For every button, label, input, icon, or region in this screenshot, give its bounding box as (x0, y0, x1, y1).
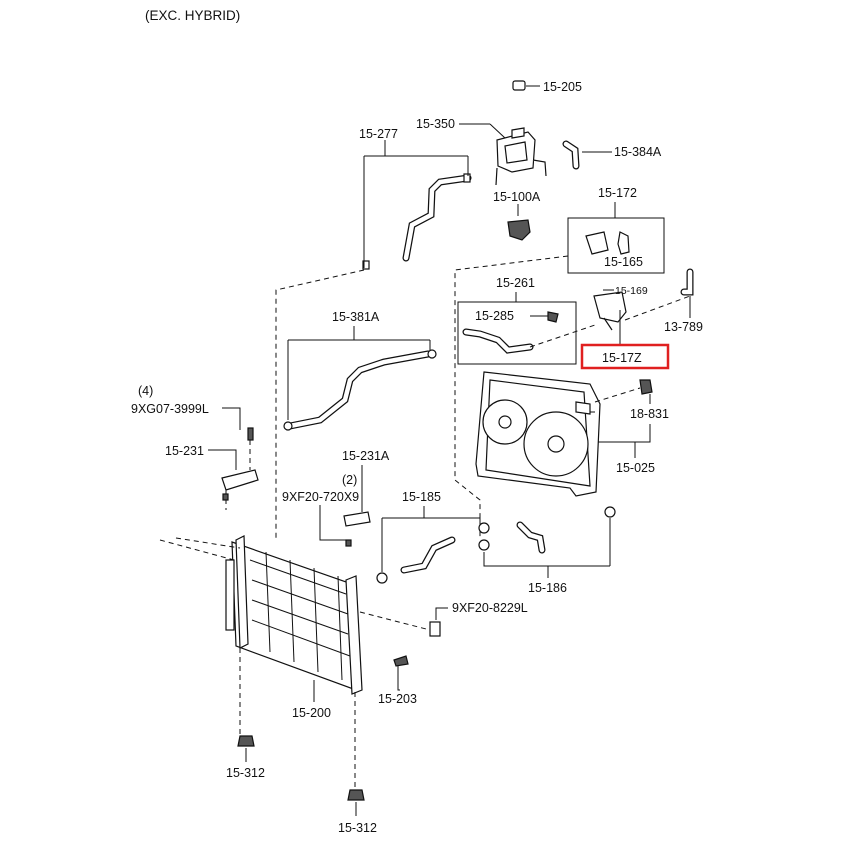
label-15-312-left: 15-312 (226, 766, 265, 780)
label-9XF20-8229L: 9XF20-8229L (452, 601, 528, 615)
bolt-13-789 (680, 268, 694, 318)
mount-15-312-left (237, 735, 255, 762)
label-15-200: 15-200 (292, 706, 331, 720)
highlight-15-17Z (580, 343, 670, 370)
label-15-384A: 15-384A (614, 145, 662, 159)
label-15-312-right: 15-312 (338, 821, 377, 835)
box-15-172 (567, 217, 665, 274)
reservoir-cap-15-205 (512, 80, 540, 91)
label-15-231A: 15-231A (342, 449, 390, 463)
label-15-169: 15-169 (615, 285, 648, 297)
reservoir-pump-15-100A (507, 204, 531, 241)
drain-plug-15-203 (393, 655, 409, 691)
box-15-261 (457, 301, 577, 365)
label-qty-2: (2) (342, 473, 357, 487)
reservoir-hose-15-277 (362, 140, 472, 270)
heater-hose-15-381A (283, 326, 437, 431)
label-15-186: 15-186 (528, 581, 567, 595)
bolt-9XF20-8229L (359, 607, 448, 637)
bracket-15-231A (319, 465, 371, 547)
label-qty-4: (4) (138, 384, 153, 398)
label-15-205: 15-205 (543, 80, 582, 94)
label-15-277: 15-277 (359, 127, 398, 141)
label-15-381A: 15-381A (332, 310, 380, 324)
fan-shroud-15-025 (475, 371, 601, 497)
bracket-15-231 (208, 440, 259, 510)
label-15-100A: 15-100A (493, 190, 541, 204)
label-9XG07-3999L: 9XG07-3999L (131, 402, 209, 416)
bypass-hose-15-285 (462, 311, 559, 354)
thermostat-15-165 (585, 231, 630, 255)
label-15-261: 15-261 (496, 276, 535, 290)
water-outlet-15-169 (593, 289, 627, 331)
label-15-231: 15-231 (165, 444, 204, 458)
label-15-025: 15-025 (616, 461, 655, 475)
label-15-285: 15-285 (475, 309, 514, 323)
label-15-203: 15-203 (378, 692, 417, 706)
diagram-title: (EXC. HYBRID) (145, 8, 240, 23)
upper-hose-15-185 (376, 506, 490, 584)
connector-18-831 (594, 379, 653, 404)
label-15-165: 15-165 (604, 255, 643, 269)
label-15-350: 15-350 (416, 117, 455, 131)
label-18-831: 18-831 (630, 407, 669, 421)
mount-15-312-right (347, 789, 365, 816)
lower-hose-15-186 (478, 506, 616, 578)
bolt-9XG07-3999L (222, 407, 254, 441)
radiator-15-200 (225, 535, 363, 695)
coolant-reservoir-15-350 (459, 123, 547, 186)
label-15-172: 15-172 (598, 186, 637, 200)
label-9XF20-720X9: 9XF20-720X9 (282, 490, 359, 504)
label-15-185: 15-185 (402, 490, 441, 504)
overflow-hose-15-384A (562, 140, 612, 170)
label-13-789: 13-789 (664, 320, 703, 334)
label-15-17Z: 15-17Z (602, 351, 642, 365)
